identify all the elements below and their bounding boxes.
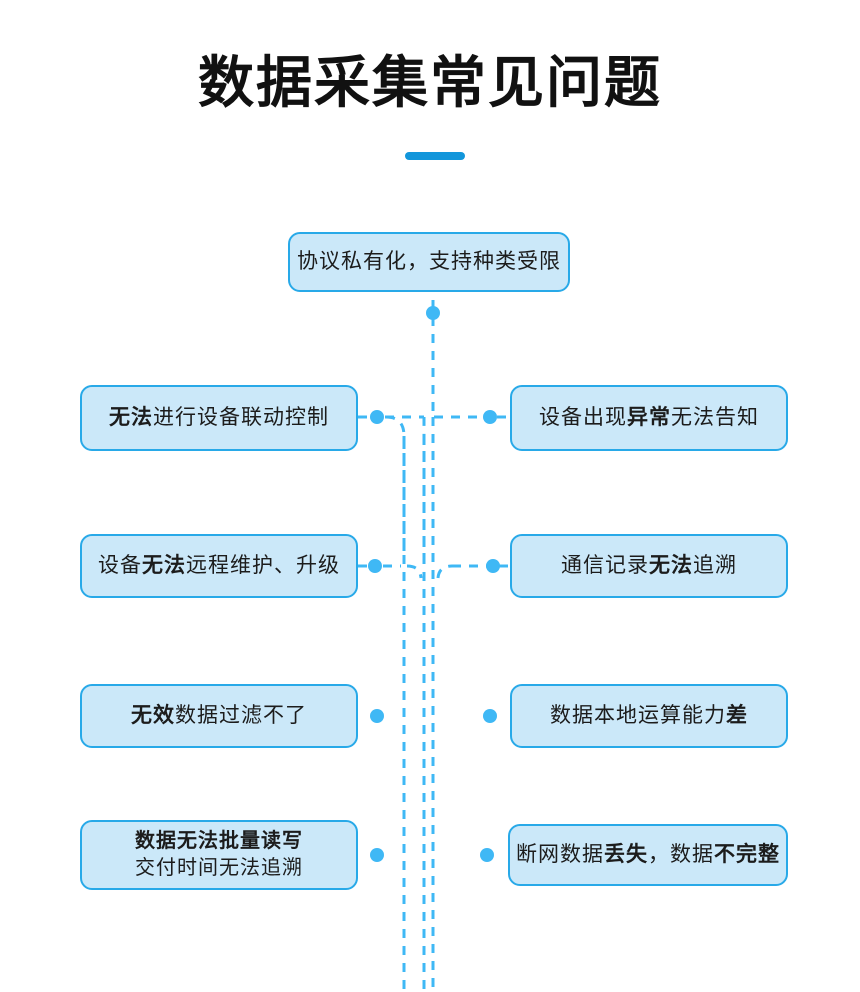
- node-label: 数据本地运算能力差: [550, 703, 748, 727]
- dot-row3-right: [483, 709, 497, 723]
- node-label-line2: 交付时间无法追溯: [135, 857, 303, 879]
- node-label: 协议私有化，支持种类受限: [297, 249, 561, 273]
- node-device-anomaly-not-notified[interactable]: 设备出现异常无法告知: [510, 385, 788, 451]
- page-title: 数据采集常见问题: [198, 51, 662, 114]
- row2-left-elbow: [406, 564, 423, 579]
- dot-row4-right: [480, 848, 494, 862]
- node-protocol-proprietary[interactable]: 协议私有化，支持种类受限: [288, 232, 570, 292]
- node-label: 无效数据过滤不了: [131, 703, 307, 727]
- node-comm-log-not-traceable[interactable]: 通信记录无法追溯: [510, 534, 788, 598]
- dot-row1-right: [483, 410, 497, 424]
- node-label: 通信记录无法追溯: [561, 553, 737, 577]
- row2-right-elbow: [436, 564, 453, 579]
- title-underline-bar: [405, 152, 465, 160]
- dot-row4-left: [370, 848, 384, 862]
- dot-top-trunk: [426, 306, 440, 320]
- row1-left-elbow: [385, 415, 406, 560]
- node-label: 设备无法远程维护、升级: [98, 553, 340, 577]
- node-label: 无法进行设备联动控制: [109, 405, 329, 429]
- node-no-batch-readwrite[interactable]: 数据无法批量读写 交付时间无法追溯: [80, 820, 358, 890]
- node-label: 断网数据丢失，数据不完整: [516, 842, 780, 866]
- node-label-line1: 数据无法批量读写: [135, 830, 303, 852]
- dot-row2-left: [368, 559, 382, 573]
- connector-dots: [368, 306, 500, 862]
- page-header: 数据采集常见问题: [0, 0, 860, 114]
- node-poor-local-compute[interactable]: 数据本地运算能力差: [510, 684, 788, 748]
- node-label: 设备出现异常无法告知: [539, 405, 759, 429]
- node-invalid-data-not-filtered[interactable]: 无效数据过滤不了: [80, 684, 358, 748]
- node-no-remote-maintenance-upgrade[interactable]: 设备无法远程维护、升级: [80, 534, 358, 598]
- dot-row2-right: [486, 559, 500, 573]
- node-no-device-linkage-control[interactable]: 无法进行设备联动控制: [80, 385, 358, 451]
- dot-row1-left: [370, 410, 384, 424]
- dot-row3-left: [370, 709, 384, 723]
- node-offline-data-loss[interactable]: 断网数据丢失，数据不完整: [508, 824, 788, 886]
